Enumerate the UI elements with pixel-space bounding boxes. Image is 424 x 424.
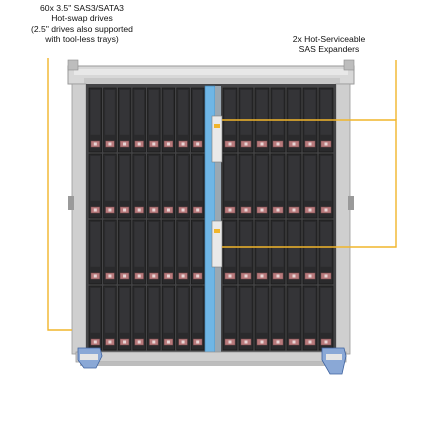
drive-tray[interactable] [222, 219, 238, 285]
left-handle[interactable] [77, 347, 103, 369]
drive-tray[interactable] [191, 219, 205, 285]
drive-tray[interactable] [103, 153, 117, 219]
drive-tray[interactable] [161, 285, 176, 351]
drive-tray[interactable] [147, 219, 161, 285]
sas-expander-spine [204, 85, 223, 353]
drive-tray[interactable] [191, 285, 205, 351]
drive-tray[interactable] [176, 285, 190, 351]
sas-expander-1 [211, 115, 223, 163]
drive-tray[interactable] [176, 87, 190, 153]
drives-leader-line [47, 58, 72, 331]
drive-tray[interactable] [132, 87, 146, 153]
drive-tray[interactable] [238, 153, 254, 219]
drive-tray[interactable] [176, 153, 190, 219]
drive-tray[interactable] [222, 153, 238, 219]
drive-tray[interactable] [270, 153, 286, 219]
drive-tray[interactable] [222, 285, 238, 351]
drives-callout-line-3: (2.5" drives also supported [31, 23, 133, 34]
chassis-top-rail [67, 59, 355, 85]
drive-tray[interactable] [318, 219, 334, 285]
drive-tray[interactable] [191, 87, 205, 153]
expanders-leader-line [222, 119, 397, 248]
drive-tray[interactable] [88, 153, 102, 219]
expanders-callout-line-2: SAS Expanders [298, 44, 360, 55]
drive-tray[interactable] [117, 219, 132, 285]
drive-tray[interactable] [176, 219, 190, 285]
right-handle[interactable] [321, 347, 347, 375]
chassis-side-rails [68, 83, 354, 355]
drive-tray[interactable] [191, 153, 205, 219]
expanders-callout-text: 2x Hot-Serviceable SAS Expanders [262, 34, 396, 55]
callout-leader-lines [47, 58, 397, 331]
drive-array [88, 87, 334, 351]
drive-tray[interactable] [147, 87, 161, 153]
drive-tray[interactable] [286, 153, 302, 219]
drive-tray[interactable] [103, 219, 117, 285]
drive-tray[interactable] [147, 153, 161, 219]
drive-tray[interactable] [270, 285, 286, 351]
drive-tray[interactable] [147, 285, 161, 351]
drive-tray[interactable] [302, 153, 318, 219]
drive-tray[interactable] [254, 285, 270, 351]
drive-tray[interactable] [238, 285, 254, 351]
drives-callout-line-4: with tool-less trays) [45, 34, 119, 45]
drive-tray[interactable] [254, 219, 270, 285]
drive-tray[interactable] [161, 87, 176, 153]
drives-callout-line-2: Hot-swap drives [51, 13, 113, 24]
chassis-front-panel [75, 351, 347, 366]
drive-tray[interactable] [103, 87, 117, 153]
drive-tray[interactable] [117, 285, 132, 351]
expanders-callout-line-1: 2x Hot-Serviceable [292, 34, 366, 44]
drive-tray[interactable] [302, 219, 318, 285]
sas-expander-2 [211, 220, 223, 268]
drive-tray[interactable] [161, 153, 176, 219]
drive-tray[interactable] [238, 219, 254, 285]
drive-tray[interactable] [88, 219, 102, 285]
drive-tray[interactable] [88, 87, 102, 153]
drive-tray[interactable] [254, 153, 270, 219]
drive-tray[interactable] [88, 285, 102, 351]
drive-tray[interactable] [286, 219, 302, 285]
drive-tray[interactable] [318, 285, 334, 351]
drive-tray[interactable] [286, 285, 302, 351]
drive-tray[interactable] [318, 153, 334, 219]
drives-callout-line-1: 60x 3.5" SAS3/SATA3 [40, 3, 124, 13]
drive-tray[interactable] [103, 285, 117, 351]
drives-callout-text: 60x 3.5" SAS3/SATA3 Hot-swap drives (2.5… [4, 3, 160, 45]
drive-tray[interactable] [302, 285, 318, 351]
drive-tray[interactable] [270, 219, 286, 285]
drive-tray[interactable] [117, 153, 132, 219]
drive-tray[interactable] [132, 219, 146, 285]
drive-tray[interactable] [117, 87, 132, 153]
drive-tray[interactable] [161, 219, 176, 285]
drive-tray[interactable] [132, 153, 146, 219]
drive-tray[interactable] [132, 285, 146, 351]
